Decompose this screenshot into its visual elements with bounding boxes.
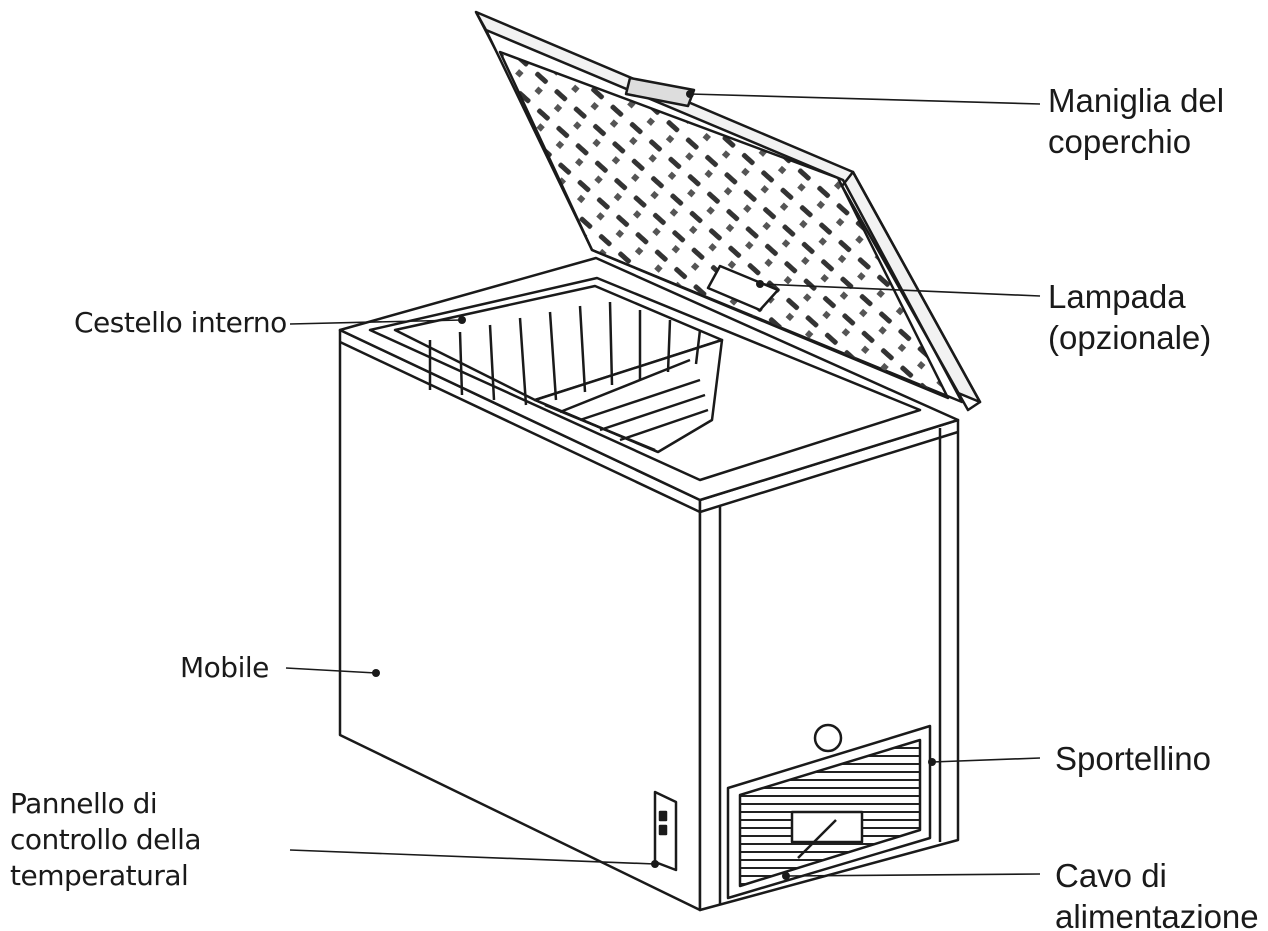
label-lamp: Lampada (opzionale) — [1048, 276, 1211, 358]
label-control-panel: Pannello di controllo della temperatural — [10, 786, 202, 894]
leader-control-panel — [289, 849, 656, 865]
label-line: Sportellino — [1055, 740, 1211, 777]
label-inner-basket: Cestello interno — [74, 305, 287, 341]
label-line: Pannello di — [10, 787, 158, 820]
leader-lamp — [759, 283, 1041, 297]
label-line: temperatural — [10, 859, 189, 892]
leader-door — [931, 757, 1041, 763]
label-power-cord: Cavo di alimentazione — [1055, 855, 1259, 931]
compressor-door — [726, 723, 932, 900]
leader-lid-handle — [689, 93, 1041, 105]
label-line: coperchio — [1048, 123, 1192, 160]
label-line: Lampada — [1048, 278, 1186, 315]
label-line: (opzionale) — [1048, 319, 1212, 356]
leader-lines — [285, 93, 1041, 877]
label-line: Cavo di — [1055, 857, 1167, 894]
label-line: Mobile — [180, 651, 269, 684]
label-door: Sportellino — [1055, 738, 1211, 779]
temperature-control-panel — [653, 790, 678, 872]
inner-basket — [393, 284, 724, 454]
leader-inner-basket — [289, 319, 463, 325]
label-line: alimentazione — [1055, 898, 1259, 931]
leader-cabinet — [285, 667, 377, 674]
label-lid-handle: Maniglia del coperchio — [1048, 80, 1224, 162]
leader-dots — [372, 90, 936, 880]
label-cabinet: Mobile — [180, 650, 269, 686]
label-line: controllo della — [10, 823, 202, 856]
lid-handle — [624, 76, 696, 108]
label-line: Maniglia del — [1048, 82, 1225, 119]
label-line: Cestello interno — [74, 306, 287, 339]
leader-power-cord — [785, 873, 1041, 877]
